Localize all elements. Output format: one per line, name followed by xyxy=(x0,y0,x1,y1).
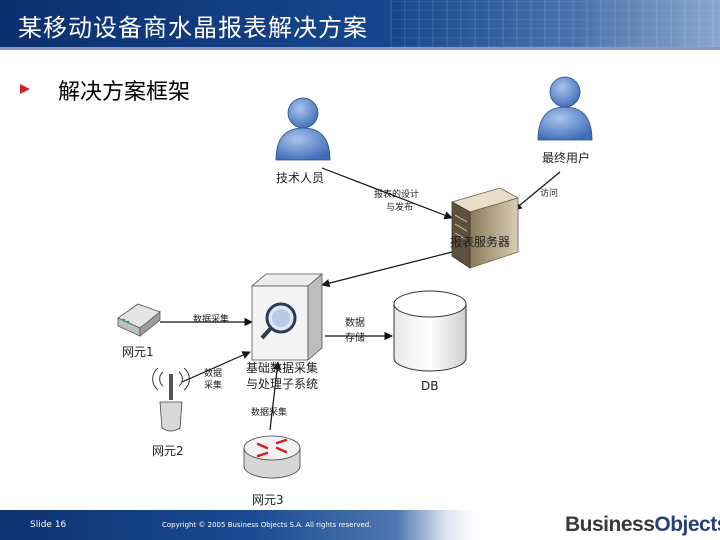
collector-label-line-2: 与处理子系统 xyxy=(246,377,318,391)
collector-node: 基础数据采集 与处理子系统 xyxy=(246,273,324,391)
db-label: DB xyxy=(421,379,438,393)
slide-title: 某移动设备商水晶报表解决方案 xyxy=(18,14,368,42)
business-objects-logo: BusinessObjects™ xyxy=(565,513,720,537)
footer-bar: Slide 16 Copyright © 2005 Business Objec… xyxy=(0,510,720,540)
edge-label-data-collect-2a: 数据 xyxy=(204,367,222,379)
end-user-label: 最终用户 xyxy=(542,150,590,165)
edge-label-data-storage-2: 存储 xyxy=(345,331,365,344)
edge-label-data-collect-2b: 采集 xyxy=(204,379,222,391)
edge-label-data-collect-1: 数据采集 xyxy=(193,313,229,325)
magnifier-box-icon xyxy=(250,273,324,361)
collector-label-line-1: 基础数据采集 xyxy=(246,360,318,375)
server-icon xyxy=(450,187,520,269)
tech-staff-label: 技术人员 xyxy=(276,171,324,185)
edge-label-data-collect-3: 数据采集 xyxy=(251,406,287,418)
end-user-node: 最终用户 xyxy=(537,76,593,165)
edge-label-design-publish-1: 报表的设计 xyxy=(374,188,419,200)
logo-word-objects: Objects xyxy=(654,513,720,536)
title-bar-decoration xyxy=(390,0,720,47)
edge-label-access: 访问 xyxy=(540,187,558,199)
ne1-label: 网元1 xyxy=(122,345,154,359)
ne2-node: 网元2 xyxy=(152,367,190,458)
person-icon xyxy=(537,76,593,141)
connectors xyxy=(160,167,561,431)
title-underline xyxy=(0,47,720,50)
edge-labels: 报表的设计 与发布 访问 数据采集 数据 采集 数据采集 数据 存储 xyxy=(193,187,558,418)
person-icon xyxy=(275,97,331,161)
tech-staff-node: 技术人员 xyxy=(275,97,331,185)
logo-word-business: Business xyxy=(565,513,655,536)
ne2-label: 网元2 xyxy=(152,444,184,458)
edge-user-to-server xyxy=(513,171,561,211)
edge-label-design-publish-2: 与发布 xyxy=(386,201,413,213)
edge-label-data-storage-1: 数据 xyxy=(345,316,365,329)
title-bar: 某移动设备商水晶报表解决方案 xyxy=(0,0,720,47)
copyright-text: Copyright © 2005 Business Objects S.A. A… xyxy=(162,521,372,529)
edge-tech-to-server xyxy=(321,167,453,220)
slide-number: Slide 16 xyxy=(30,520,67,530)
ne3-node: 网元3 xyxy=(243,435,301,507)
edge-server-to-collector xyxy=(321,247,469,288)
edge-ne3-to-collector xyxy=(269,361,282,431)
router-icon xyxy=(243,435,301,479)
db-node: DB xyxy=(393,290,467,393)
database-cylinder-icon xyxy=(393,290,467,372)
edge-ne2-to-collector xyxy=(181,351,251,383)
ne3-label: 网元3 xyxy=(252,493,284,507)
bullet-triangle-icon xyxy=(20,84,30,94)
report-server-node: 报表服务器 xyxy=(450,187,520,269)
antenna-icon xyxy=(152,367,190,432)
modem-icon xyxy=(117,303,161,337)
report-server-label: 报表服务器 xyxy=(450,234,510,249)
section-heading: 解决方案框架 xyxy=(58,80,191,105)
ne1-node: 网元1 xyxy=(117,303,161,359)
